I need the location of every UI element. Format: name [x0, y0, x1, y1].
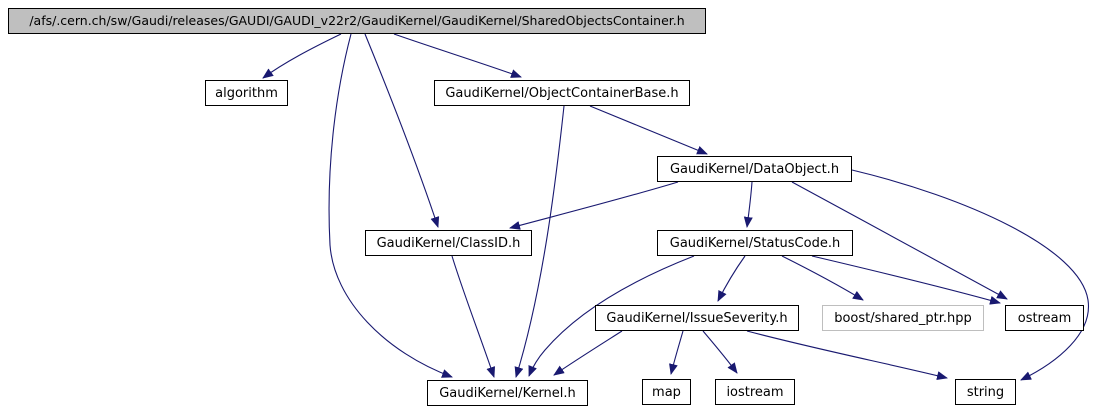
edge-data_object-to-class_id: [509, 181, 679, 230]
edge-shared_objects_container-to-kernel: [328, 33, 453, 378]
edge-issue_severity-to-map: [669, 330, 684, 375]
edge-issue_severity-to-kernel: [553, 330, 623, 376]
edge-object_container_base-to-kernel: [514, 105, 565, 378]
node-algorithm: algorithm: [205, 80, 288, 106]
edge-shared_objects_container-to-class_id: [364, 33, 440, 228]
edge-issue_severity-to-iostream: [702, 330, 738, 374]
edge-data_object-to-string: [851, 169, 1089, 381]
edge-class_id-to-kernel: [451, 255, 496, 378]
edge-status_code-to-issue_severity: [717, 255, 746, 302]
node-map: map: [642, 379, 691, 405]
node-ostream: ostream: [1005, 305, 1084, 331]
edge-issue_severity-to-string: [746, 330, 948, 380]
edge-status_code-to-boost_shared_ptr: [781, 255, 864, 301]
node-shared-objects-container: /afs/.cern.ch/sw/Gaudi/releases/GAUDI/GA…: [8, 8, 706, 34]
node-issue-severity[interactable]: GaudiKernel/IssueSeverity.h: [595, 305, 799, 331]
edge-data_object-to-status_code: [743, 181, 753, 228]
edge-shared_objects_container-to-algorithm: [262, 33, 342, 79]
node-kernel[interactable]: GaudiKernel/Kernel.h: [427, 380, 588, 406]
node-class-id[interactable]: GaudiKernel/ClassID.h: [365, 230, 532, 256]
node-iostream: iostream: [715, 379, 795, 405]
edge-status_code-to-kernel: [528, 255, 695, 377]
edge-object_container_base-to-data_object: [589, 105, 708, 155]
edge-status_code-to-ostream: [811, 255, 1001, 305]
node-data-object[interactable]: GaudiKernel/DataObject.h: [657, 156, 852, 182]
edge-data_object-to-ostream: [791, 181, 1008, 300]
edge-shared_objects_container-to-object_container_base: [393, 33, 522, 78]
node-object-container-base[interactable]: GaudiKernel/ObjectContainerBase.h: [434, 80, 690, 106]
node-status-code[interactable]: GaudiKernel/StatusCode.h: [657, 230, 853, 256]
node-string: string: [955, 379, 1016, 405]
node-boost-shared-ptr: boost/shared_ptr.hpp: [822, 305, 984, 331]
